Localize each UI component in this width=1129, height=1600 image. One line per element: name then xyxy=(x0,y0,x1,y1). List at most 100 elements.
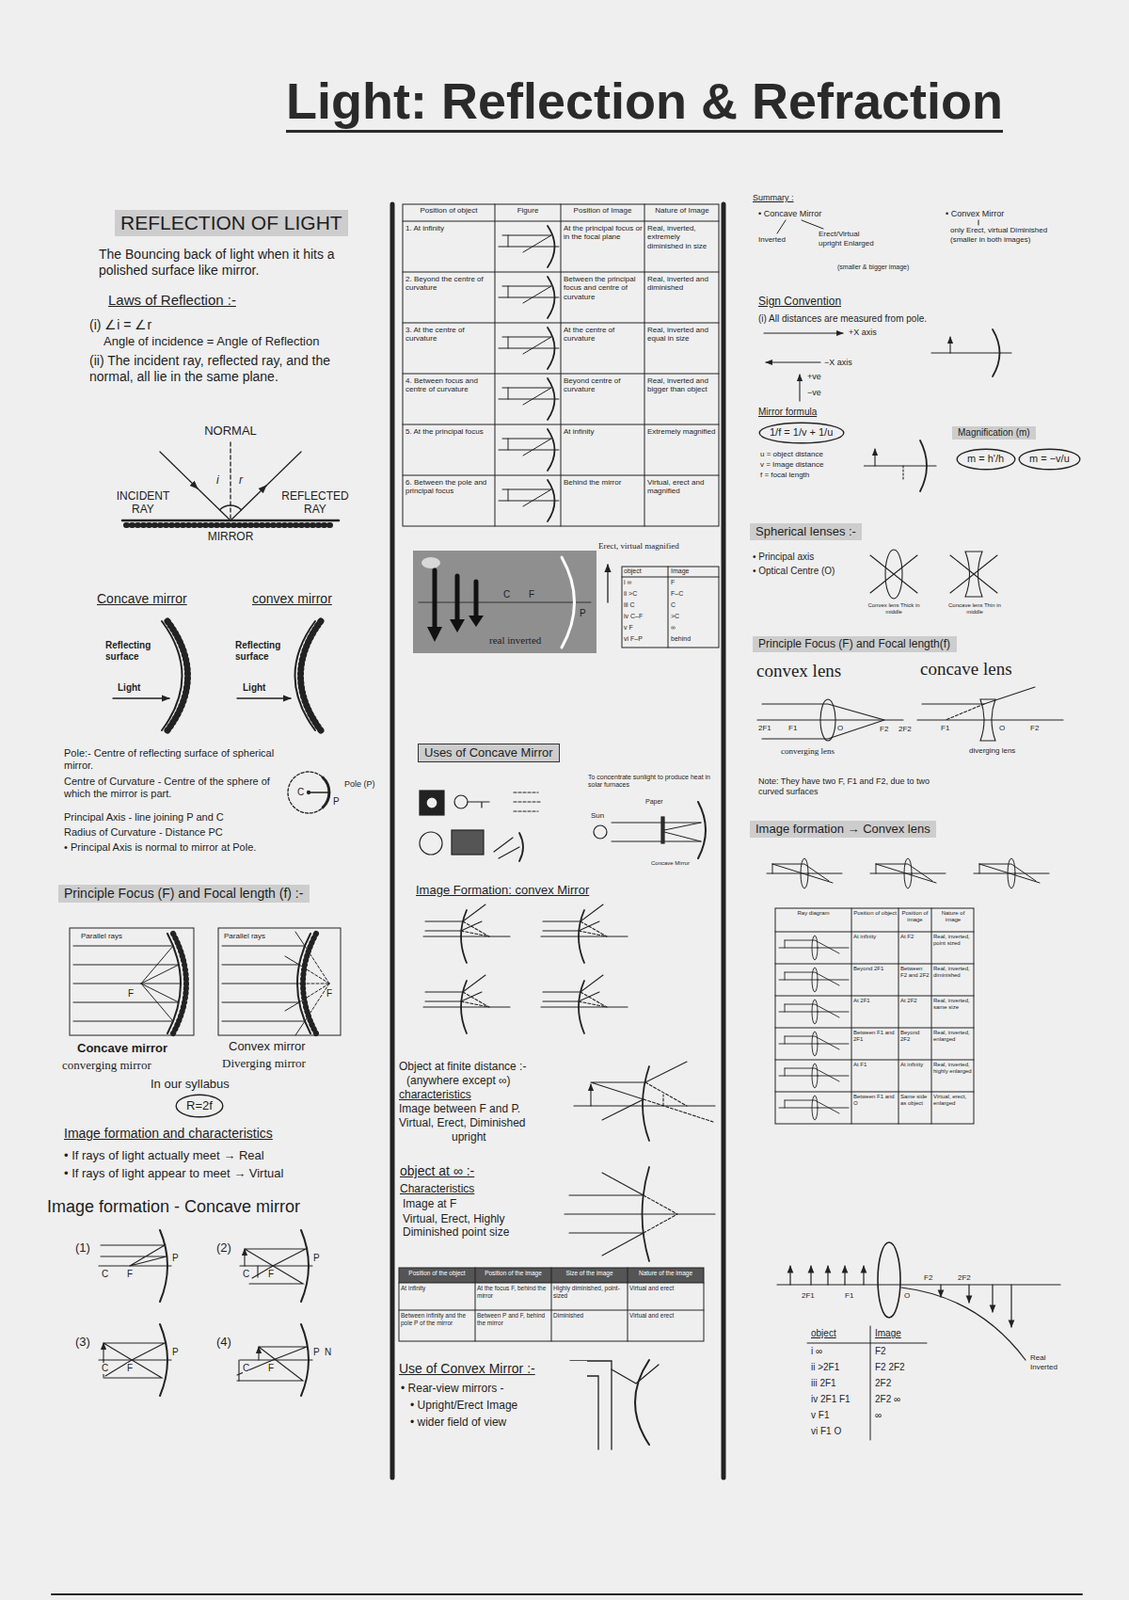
concave-ray-diagram xyxy=(239,1229,313,1302)
table-cell: Ray diagram xyxy=(777,909,850,917)
photo-figure xyxy=(418,602,591,604)
lens-ray-figure xyxy=(779,935,849,960)
table-cell: Position of the image xyxy=(477,1269,550,1277)
point-label: F2 xyxy=(923,1272,933,1283)
table-grid xyxy=(402,204,719,526)
note-text: Virtual, Erect, Diminished xyxy=(398,1115,564,1129)
spherical-mirror xyxy=(301,620,322,731)
note-text: Image Formation: convex Mirror xyxy=(415,882,661,898)
use-icon xyxy=(419,790,445,815)
ray-figure xyxy=(498,225,559,522)
concave-ray-diagram xyxy=(98,1264,172,1266)
node-text: R=2f xyxy=(186,1097,213,1114)
node-text: Image formation → Convex lens xyxy=(755,821,931,837)
note-text: Inverted xyxy=(758,235,806,245)
lens-focus-diagram xyxy=(757,686,1064,741)
focus-diagram xyxy=(222,931,305,1035)
table-cell: Between infinity and the pole P of the m… xyxy=(400,1311,474,1326)
lens-focus-diagram xyxy=(762,703,885,739)
point-label: C xyxy=(242,1362,250,1374)
convex-ray-diagram xyxy=(642,1166,651,1261)
use-icon xyxy=(426,796,438,809)
lens-focus-diagram xyxy=(922,686,1035,704)
reflection-diagram xyxy=(266,451,302,486)
convex-ray-diagram xyxy=(573,1061,716,1141)
sign-convention-sketch xyxy=(992,329,1001,377)
photo-figure xyxy=(606,564,608,603)
heading-band: Principle Focus (F) and Focal length(f) xyxy=(752,636,957,652)
table-grid xyxy=(398,1267,704,1341)
point-label: F xyxy=(268,1362,274,1374)
point-label: −ve xyxy=(807,387,822,398)
formula-circle xyxy=(956,448,1016,470)
convex-ray-diagram xyxy=(423,904,628,1034)
note-text: • Convex Mirror xyxy=(945,208,1035,220)
reflection-diagram xyxy=(230,485,267,521)
table-grid xyxy=(775,907,974,1124)
note-text: Erect, virtual magnified xyxy=(598,540,719,552)
note-text: Laws of Reflection :- xyxy=(108,291,297,309)
note-text: Characteristics xyxy=(399,1181,541,1195)
note-text: Parallel rays xyxy=(80,931,136,941)
note-text: Parallel rays xyxy=(223,931,279,941)
note-text: object at ∞ :- xyxy=(399,1162,541,1179)
point-label: F1 xyxy=(940,723,950,733)
column-rule xyxy=(51,204,1082,1594)
convex-ray-diagram xyxy=(423,904,510,963)
note-text: −X axis xyxy=(824,357,872,368)
use-icon xyxy=(451,829,484,855)
ray-figure xyxy=(498,378,559,420)
spherical-mirror xyxy=(167,620,189,731)
table-cell: Diminished xyxy=(553,1311,626,1320)
use-icon xyxy=(419,831,443,855)
table-cell: Real, inverted, same size xyxy=(933,997,973,1011)
table-cell: i ∞ xyxy=(623,578,633,587)
focus-diagram xyxy=(69,927,341,1035)
lens-ray-figure xyxy=(779,1095,849,1120)
note-text: real inverted xyxy=(489,634,560,647)
use-icon xyxy=(519,832,524,861)
table-grid xyxy=(621,566,719,648)
reflection-diagram xyxy=(230,505,242,510)
note-text: converging lens xyxy=(780,746,875,757)
point-label: i ∞ xyxy=(810,1345,823,1357)
note-text: Pole:- Centre of reflecting surface of s… xyxy=(63,747,281,772)
table-cell: Beyond 2F2 xyxy=(900,1029,930,1043)
table-cell: Beyond 2F1 xyxy=(853,965,897,972)
table-cell: Position of the object xyxy=(400,1269,474,1277)
focus-diagram xyxy=(218,927,341,1035)
point-label: (1) xyxy=(75,1240,91,1256)
point-label: P xyxy=(172,1252,179,1264)
table-cell: F xyxy=(670,578,675,587)
convex-ray-diagram xyxy=(423,974,510,1034)
focus-diagram xyxy=(297,945,330,1021)
spherical-mirror xyxy=(112,620,321,731)
point-label: (3) xyxy=(75,1334,91,1350)
table-cell: 1. At infinity xyxy=(405,223,493,233)
note-text: (smaller & bigger image) xyxy=(837,263,941,271)
convex-ray-diagram xyxy=(642,1065,650,1141)
note-text: object xyxy=(810,1327,863,1339)
note-text: NORMAL xyxy=(197,423,264,439)
ray-figure xyxy=(498,225,559,268)
point-label: C xyxy=(503,588,510,601)
use-icon xyxy=(467,801,490,808)
use-icon xyxy=(661,816,665,843)
note-text: • wider field of view xyxy=(410,1415,571,1429)
convex-ray-diagram xyxy=(573,1104,716,1106)
sign-convention-sketch xyxy=(949,336,951,353)
note-text: Reflecting surface xyxy=(105,639,162,663)
table-cell: 6. Between the pole and principal focus xyxy=(405,477,493,496)
heading-band: Spherical lenses :- xyxy=(749,523,862,541)
note-text: Mirror formula xyxy=(758,406,862,418)
concave-ray-diagram xyxy=(237,1346,307,1381)
note-text: To concentrate sunlight to produce heat … xyxy=(588,773,716,790)
note-text: • Concave Mirror xyxy=(758,208,848,220)
note-text: u = object distance xyxy=(760,449,864,460)
point-label: Sun xyxy=(590,810,605,821)
point-label: O xyxy=(999,723,1005,733)
note-text: MIRROR xyxy=(197,529,264,543)
table-cell: Same side as object xyxy=(900,1093,930,1107)
convex-lens-diagram xyxy=(777,1283,1061,1285)
node-text: Spherical lenses :- xyxy=(755,524,857,540)
